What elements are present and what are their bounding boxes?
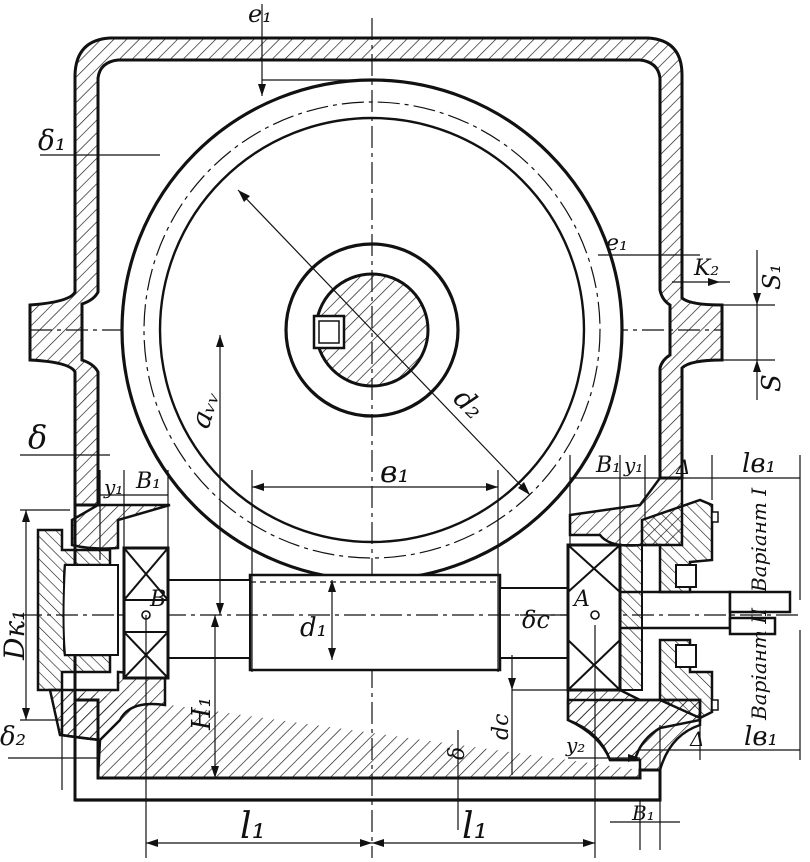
arrow-heads <box>22 84 761 847</box>
label-l1-left: l₁ <box>240 806 266 847</box>
label-delta-bottom: Δ <box>689 727 704 751</box>
label-variant-2: Варіант II <box>747 607 771 721</box>
label-d1: d₁ <box>300 613 327 643</box>
label-b1-gear: в₁ <box>380 455 410 490</box>
right-bearing-cap <box>640 498 719 720</box>
label-s: S <box>757 374 787 392</box>
label-b1-bottom: B₁ <box>631 801 655 825</box>
label-b1-right: B₁ <box>595 453 621 478</box>
label-lb1-bottom: lв₁ <box>744 722 778 752</box>
label-b1-left: B₁ <box>135 469 161 494</box>
label-delta1: δ₁ <box>38 124 66 157</box>
label-l1-right: l₁ <box>462 806 488 847</box>
label-y1-right: y₁ <box>623 453 643 477</box>
label-lb1-top: lв₁ <box>742 449 776 479</box>
left-bearing-cap <box>36 528 119 692</box>
dimension-lines <box>8 4 801 858</box>
label-delta-small: δ <box>445 747 470 760</box>
label-delta2: δ₂ <box>0 722 26 752</box>
label-dc: dc <box>489 714 514 740</box>
right-bearing <box>566 543 643 692</box>
label-y2: y₂ <box>565 733 585 757</box>
label-y1-left: y₁ <box>103 475 123 499</box>
label-dk1: Dк₁ <box>0 610 31 661</box>
label-point-b: B <box>149 587 166 612</box>
label-deltac: δc <box>522 606 550 634</box>
label-delta: δ <box>28 418 47 456</box>
housing-base <box>48 476 702 802</box>
label-s1: S₁ <box>758 264 786 290</box>
label-h1: H₁ <box>187 697 217 731</box>
label-e1-top: e₁ <box>248 0 272 28</box>
label-e1-right: e₁ <box>606 231 628 256</box>
label-k2: K₂ <box>693 256 719 281</box>
label-point-a: A <box>572 587 590 612</box>
label-variant-1: Варіант I <box>747 487 771 593</box>
label-delta-top: Δ <box>675 455 690 479</box>
